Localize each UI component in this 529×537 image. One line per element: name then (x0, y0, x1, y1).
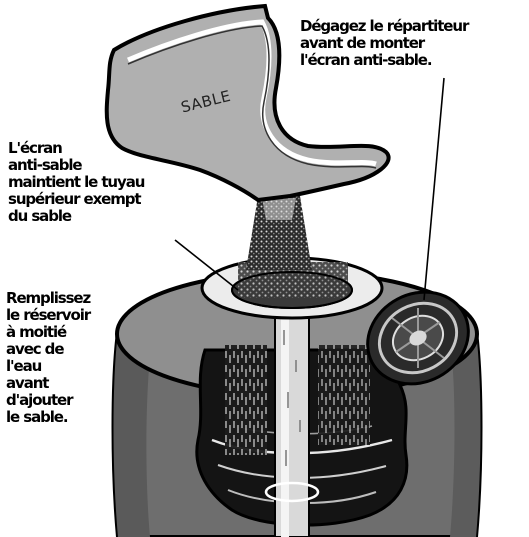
falling-sand (246, 196, 312, 270)
label-remove-diffuser: Dégagez le répartiteur avant de monter l… (300, 18, 526, 69)
label-sand-screen: L'écran anti-sable maintient le tuyau su… (8, 140, 208, 225)
label-fill-tank: Remplissez le réservoir à moitié avec de… (6, 290, 116, 426)
